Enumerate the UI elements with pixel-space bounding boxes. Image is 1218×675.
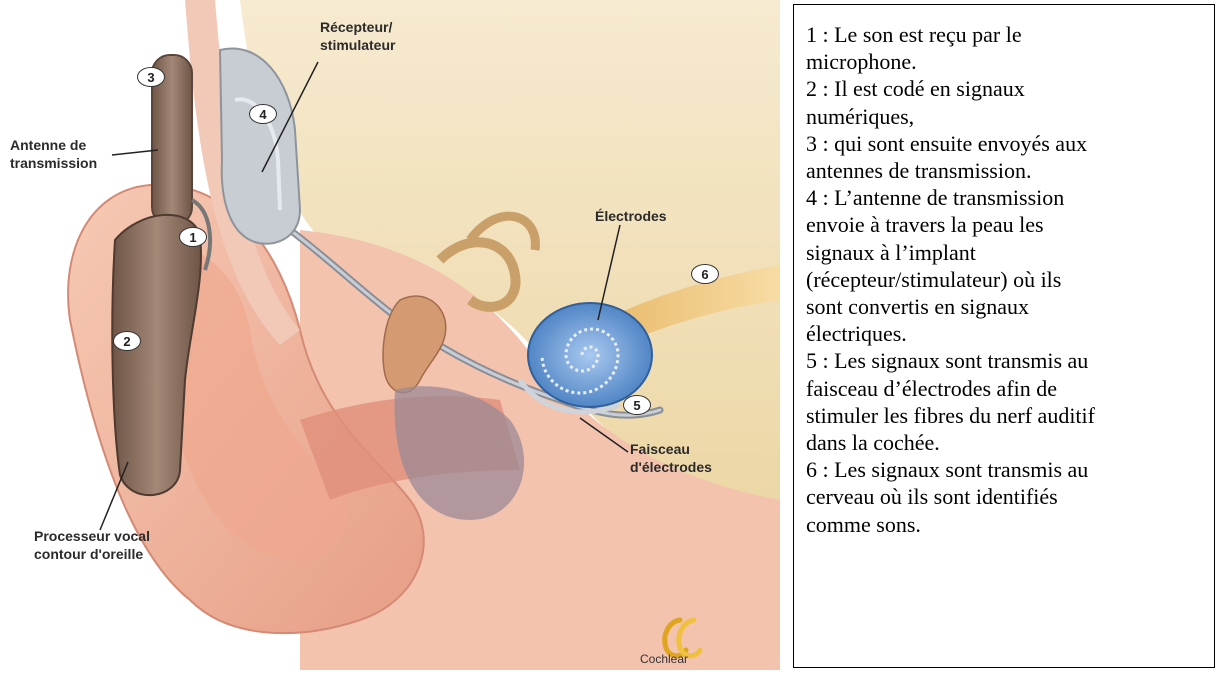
label-processeur: Processeur vocal contour d'oreille bbox=[34, 527, 150, 563]
legend-line: 4 : L’antenne de transmission bbox=[806, 184, 1214, 211]
legend-box: 1 : Le son est reçu par lemicrophone.2 :… bbox=[793, 4, 1215, 668]
legend-line: (récepteur/stimulateur) où ils bbox=[806, 266, 1214, 293]
legend-line: signaux à l’implant bbox=[806, 239, 1214, 266]
legend-line: 1 : Le son est reçu par le bbox=[806, 21, 1214, 48]
marker-2: 2 bbox=[113, 331, 141, 351]
legend-line: envoie à travers la peau les bbox=[806, 211, 1214, 238]
cochlear-implant-diagram: Récepteur/ stimulateur Antenne de transm… bbox=[0, 0, 780, 670]
marker-6: 6 bbox=[691, 264, 719, 284]
legend-line: microphone. bbox=[806, 48, 1214, 75]
label-antenne: Antenne de transmission bbox=[10, 136, 97, 172]
marker-4: 4 bbox=[249, 104, 277, 124]
legend-line: comme sons. bbox=[806, 511, 1214, 538]
marker-3: 3 bbox=[137, 67, 165, 87]
legend-line: électriques. bbox=[806, 320, 1214, 347]
label-faisceau: Faisceau d'électrodes bbox=[630, 440, 712, 476]
legend-line: 3 : qui sont ensuite envoyés aux bbox=[806, 130, 1214, 157]
legend-line: numériques, bbox=[806, 103, 1214, 130]
legend-line: dans la cochée. bbox=[806, 429, 1214, 456]
legend-line: 6 : Les signaux sont transmis au bbox=[806, 456, 1214, 483]
legend-line: antennes de transmission. bbox=[806, 157, 1214, 184]
marker-1: 1 bbox=[179, 227, 207, 247]
label-electrodes: Électrodes bbox=[595, 207, 667, 225]
legend-line: faisceau d’électrodes afin de bbox=[806, 375, 1214, 402]
cochlear-logo-text: Cochlear bbox=[640, 652, 688, 666]
label-recepteur: Récepteur/ stimulateur bbox=[320, 18, 395, 54]
legend-line: cerveau où ils sont identifiés bbox=[806, 483, 1214, 510]
legend-line: 2 : Il est codé en signaux bbox=[806, 75, 1214, 102]
legend-line: sont convertis en signaux bbox=[806, 293, 1214, 320]
legend-line: stimuler les fibres du nerf auditif bbox=[806, 402, 1214, 429]
legend-line: 5 : Les signaux sont transmis au bbox=[806, 347, 1214, 374]
marker-5: 5 bbox=[623, 395, 651, 415]
